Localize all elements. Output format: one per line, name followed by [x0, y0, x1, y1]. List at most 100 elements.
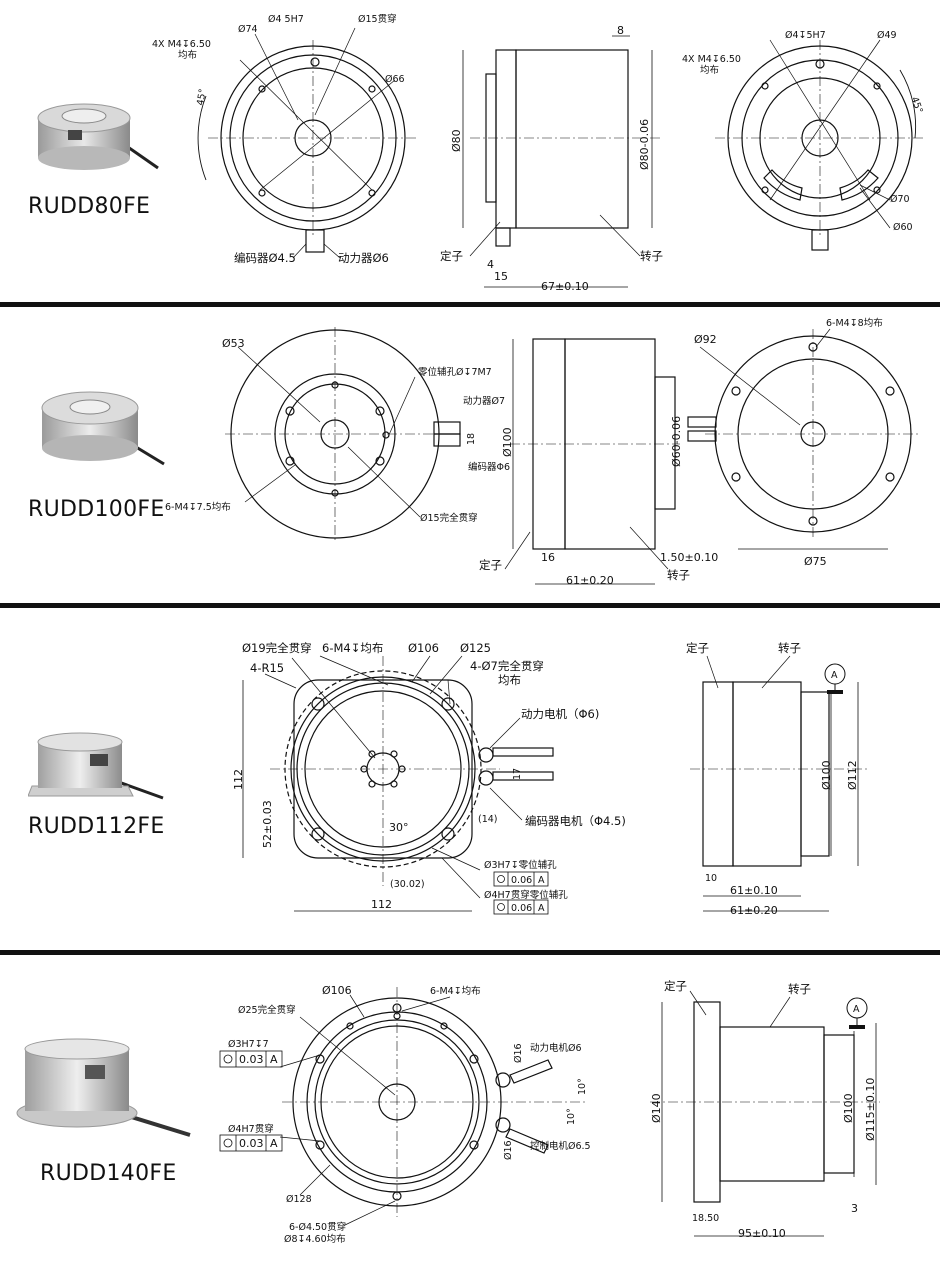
dim-d70: Ø70	[890, 194, 910, 205]
dim-1-50: 1.50±0.10	[660, 551, 718, 564]
through-label: Ø15完全贯穿	[420, 512, 478, 524]
stator-label: 定子	[664, 979, 687, 993]
tolerance-value: 0.03	[239, 1137, 264, 1150]
model-name: RUDD100FE	[28, 497, 165, 522]
thread-spread-label: 均布	[178, 49, 197, 61]
dim-d100: Ø100	[820, 760, 833, 790]
dim-d106: Ø106	[408, 641, 439, 655]
rotor-label: 转子	[788, 982, 811, 996]
thread-label-right: 6-M4↧8均布	[826, 317, 883, 329]
stator-label: 定子	[686, 641, 709, 655]
rotor-label: 转子	[640, 249, 663, 263]
holes-label: 4-Ø7完全贯穿	[470, 659, 544, 673]
model-name: RUDD112FE	[28, 814, 165, 839]
dim-d16-b: Ø16	[503, 1140, 514, 1160]
dim-d92: Ø92	[694, 333, 717, 346]
datum-a-side: A	[853, 1004, 860, 1015]
product-panel-rudd112fe: RUDD112FE	[0, 608, 940, 950]
dim-17: 17	[512, 768, 523, 780]
encoder-label: 编码器电机（Φ4.5)	[525, 814, 626, 828]
technical-drawing-rudd80fe: 4X M4↧6.50 均布 45° Ø74 Ø4 5H7 Ø15贯穿 Ø66 编…	[152, 13, 925, 293]
encoder-label: 编码器Ø4.5	[234, 251, 296, 265]
dim-hole-right: Ø4↧5H7	[785, 30, 826, 41]
tolerance-value: 0.06	[511, 875, 532, 886]
product-photo-rudd100fe	[41, 391, 165, 466]
dim-15: 15	[494, 270, 508, 283]
thread-label: 4X M4↧6.50	[152, 39, 211, 50]
thread-label-right: 4X M4↧6.50	[682, 54, 741, 65]
dim-len-2: 61±0.20	[730, 904, 778, 917]
product-panel-rudd140fe: RUDD140FE	[0, 955, 940, 1276]
tolerance-value: 0.03	[239, 1053, 264, 1066]
hole1-label: Ø3H7↧7	[228, 1039, 269, 1050]
dim-d125: Ø125	[460, 641, 491, 655]
dim-d74: Ø74	[238, 24, 258, 35]
power-label: 动力器Ø7	[463, 395, 505, 407]
section-divider	[0, 950, 940, 955]
dim-h112: 112	[232, 769, 245, 790]
product-photo-rudd140fe	[16, 1038, 191, 1137]
dim-d53: Ø53	[222, 337, 245, 350]
dim-d80: Ø80	[450, 129, 463, 152]
dim-3: 3	[851, 1202, 858, 1215]
stator-label: 定子	[479, 558, 502, 572]
dim-4: 4	[487, 258, 494, 271]
angle-label-right: 45°	[908, 95, 924, 115]
section-divider	[0, 302, 940, 307]
datum-ref: A	[270, 1137, 278, 1150]
dim-d100: Ø100	[842, 1093, 855, 1123]
through-label: Ø25完全贯穿	[238, 1004, 296, 1016]
thread-spread-right: 均布	[700, 64, 719, 76]
dim-10: 10	[705, 873, 717, 884]
rotor-label: 转子	[667, 568, 690, 582]
model-name: RUDD80FE	[28, 194, 151, 219]
through-label: Ø19完全贯穿	[242, 641, 312, 655]
control-label: 控制电机Ø6.5	[530, 1140, 591, 1152]
dim-d60: Ø60	[893, 222, 913, 233]
dim-d140: Ø140	[650, 1093, 663, 1123]
tolerance-frame-2: 0.06 A	[493, 899, 549, 915]
counterbore-label: Ø8↧4.60均布	[284, 1233, 346, 1245]
product-panel-rudd80fe: RUDD80FE	[0, 0, 940, 302]
dim-16: 16	[541, 551, 555, 564]
section-divider	[0, 603, 940, 608]
dim-d106: Ø106	[322, 984, 352, 997]
zero-hole-label: Ø3H7↧零位辅孔	[484, 859, 557, 871]
tolerance-frame-2: 0.03 A	[219, 1134, 283, 1152]
tolerance-frame-1: 0.03 A	[219, 1050, 283, 1068]
dim-r15: 4-R15	[250, 661, 284, 675]
technical-drawing-rudd112fe: A Ø19完全贯穿 6-M4↧均布 Ø106 Ø125 4-R15 4-Ø7完全…	[232, 641, 870, 917]
datum-ref: A	[270, 1053, 278, 1066]
model-name: RUDD140FE	[40, 1161, 177, 1186]
datum-a-side: A	[831, 670, 838, 681]
product-photo-rudd112fe	[28, 732, 164, 800]
dim-d49: Ø49	[877, 30, 897, 41]
dim-d60: Ø60-0.06	[670, 416, 683, 467]
power-label: 动力电机（Φ6)	[521, 707, 599, 721]
holes-label: 6-Ø4.50贯穿	[289, 1221, 346, 1233]
dim-length: 61±0.20	[566, 574, 614, 587]
dim-d66: Ø66	[385, 74, 405, 85]
dim-d100: Ø100	[501, 427, 514, 457]
dim-18: 18	[466, 433, 477, 445]
dim-len-1: 61±0.10	[730, 884, 778, 897]
dim-length: 67±0.10	[541, 280, 589, 293]
dim-18-50: 18.50	[692, 1213, 719, 1224]
dim-14: (14)	[478, 814, 498, 825]
dim-d128: Ø128	[286, 1194, 312, 1205]
dim-length: 95±0.10	[738, 1227, 786, 1240]
product-photo-rudd80fe	[37, 103, 159, 170]
dim-d75: Ø75	[804, 555, 827, 568]
holes-spread-label: 均布	[498, 673, 521, 687]
technical-drawing-rudd100fe: Ø53 零位辅孔Ø↧7M7 动力器Ø7 18 编码器Φ6 6-M4↧7.5均布 …	[165, 317, 920, 587]
datum-ref: A	[538, 903, 545, 914]
angle-30: 30°	[389, 821, 409, 834]
through-zero-label: Ø4H7贯穿零位辅孔	[484, 889, 568, 901]
product-panel-rudd100fe: RUDD100FE	[0, 307, 940, 603]
angle-10-a: 10°	[577, 1078, 588, 1095]
dim-through: Ø15贯穿	[358, 13, 397, 25]
dim-hole: Ø4 5H7	[268, 14, 304, 25]
dim-d115: Ø115±0.10	[864, 1078, 877, 1141]
zero-hole-label: 零位辅孔Ø↧7M7	[418, 366, 492, 378]
thread-label: 6-M4↧均布	[322, 641, 383, 655]
